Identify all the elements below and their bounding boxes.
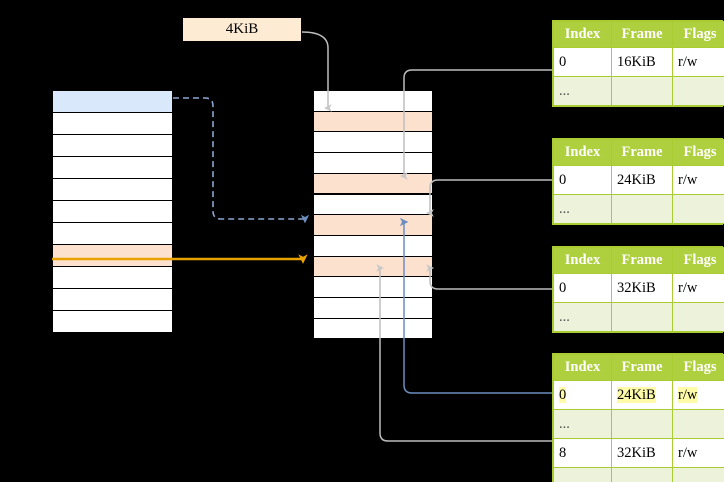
table-header-flags: Flags — [672, 21, 724, 48]
memory-frame-row[interactable] — [52, 112, 173, 135]
memory-frame-row[interactable] — [52, 134, 173, 157]
virtual-address-space-column — [52, 90, 173, 333]
table-header-frame: Frame — [611, 354, 673, 381]
table-header-index: Index — [553, 21, 612, 48]
table-cell: 32KiB — [611, 438, 673, 468]
memory-frame-row[interactable] — [52, 222, 173, 245]
table-row[interactable]: ... — [553, 302, 724, 332]
memory-frame-row[interactable] — [52, 200, 173, 223]
table-cell: 32KiB — [611, 273, 673, 303]
memory-frame-row[interactable] — [313, 110, 433, 133]
table-header-frame: Frame — [611, 21, 673, 48]
table-cell: ... — [553, 302, 612, 332]
table-cell: r/w — [672, 438, 724, 468]
physical-memory-column — [313, 90, 433, 340]
memory-frame-row[interactable] — [313, 234, 433, 257]
table-cell: ... — [553, 76, 612, 106]
memory-frame-row[interactable] — [313, 193, 433, 216]
memory-frame-row[interactable] — [52, 310, 173, 333]
table-cell: r/w — [672, 380, 724, 410]
table-cell — [672, 467, 724, 482]
table-cell: ... — [553, 194, 612, 224]
table-row[interactable]: ... — [553, 467, 724, 482]
page-size-tag-label: 4KiB — [225, 21, 259, 37]
table-cell: 16KiB — [611, 47, 673, 77]
table-header-index: Index — [553, 247, 612, 274]
memory-frame-row[interactable] — [313, 90, 433, 112]
memory-frame-row[interactable] — [52, 178, 173, 201]
memory-frame-row[interactable] — [52, 288, 173, 311]
table-header-index: Index — [553, 354, 612, 381]
table-row[interactable]: ... — [553, 194, 724, 224]
memory-frame-row[interactable] — [52, 156, 173, 179]
table-cell: 0 — [553, 380, 612, 410]
table-header-index: Index — [553, 139, 612, 166]
memory-frame-row[interactable] — [52, 266, 173, 289]
memory-frame-row[interactable] — [313, 297, 433, 319]
table-cell: 0 — [553, 273, 612, 303]
table-cell — [611, 467, 673, 482]
memory-frame-row[interactable] — [313, 317, 433, 340]
table-header-flags: Flags — [672, 354, 724, 381]
table-cell: r/w — [672, 165, 724, 195]
table-cell: ... — [553, 467, 612, 482]
memory-frame-row[interactable] — [313, 131, 433, 154]
table-cell — [672, 409, 724, 439]
table-header-frame: Frame — [611, 139, 673, 166]
table-cell — [672, 76, 724, 106]
table-cell: 0 — [553, 165, 612, 195]
table-header-frame: Frame — [611, 247, 673, 274]
table-cell — [611, 302, 673, 332]
memory-frame-row[interactable] — [52, 244, 173, 267]
table-header-flags: Flags — [672, 247, 724, 274]
page-size-tag: 4KiB — [183, 18, 301, 41]
table-cell: 0 — [553, 47, 612, 77]
table-cell — [672, 194, 724, 224]
connector-dashed-blue — [173, 97, 310, 224]
memory-frame-row[interactable] — [313, 152, 433, 174]
memory-frame-row[interactable] — [313, 214, 433, 236]
table-row[interactable]: ... — [553, 409, 724, 439]
table-cell — [672, 302, 724, 332]
table-cell: ... — [553, 409, 612, 439]
table-cell: 8 — [553, 438, 612, 468]
table-cell — [611, 409, 673, 439]
table-cell — [611, 76, 673, 106]
table-cell: r/w — [672, 273, 724, 303]
memory-frame-row[interactable] — [313, 172, 433, 195]
memory-frame-row[interactable] — [52, 90, 173, 113]
memory-frame-row[interactable] — [313, 255, 433, 278]
connector-table2-row-to-table3 — [426, 179, 552, 217]
connector-table3-row-to-frame — [426, 264, 552, 290]
table-cell — [611, 194, 673, 224]
memory-frame-row[interactable] — [313, 276, 433, 298]
table-cell: r/w — [672, 47, 724, 77]
table-cell: 24KiB — [611, 165, 673, 195]
table-cell: 24KiB — [611, 380, 673, 410]
table-header-flags: Flags — [672, 139, 724, 166]
table-row[interactable]: ... — [553, 76, 724, 106]
